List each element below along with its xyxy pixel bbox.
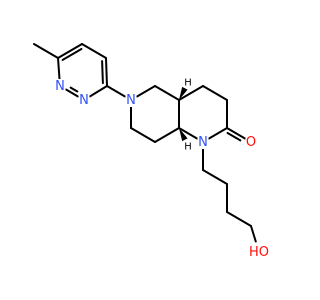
atom-label-n6: N <box>126 93 136 108</box>
bond-pn2-pn1-second <box>69 86 79 93</box>
atom-label-pn2: N <box>79 93 89 108</box>
bond-p4-n6 <box>106 85 126 98</box>
bond-p1-p2-second <box>61 47 83 61</box>
bond-ch2d-oh <box>250 225 257 243</box>
bond-p4-pn2 <box>88 85 108 98</box>
bond-c8-c7 <box>130 127 156 143</box>
atom-bg-pn2 <box>78 93 90 107</box>
bond-pn1-p1 <box>57 57 61 81</box>
bond-c4-c3 <box>202 85 228 101</box>
bond-ch3-p1 <box>33 43 59 59</box>
atom-label-h8a: H <box>184 142 192 153</box>
bond-ch2c-ch2d <box>226 211 252 227</box>
atom-bg-n6 <box>125 93 137 107</box>
atom-label-h4a: H <box>184 78 192 89</box>
bond-c2-o <box>226 127 246 140</box>
bond-c5-c4a <box>154 85 180 101</box>
atom-label-pn1: N <box>55 79 65 94</box>
bond-c4a-c4 <box>178 85 204 101</box>
stereo-wedge-c4a-h4a <box>179 86 188 100</box>
bond-layer <box>33 43 257 243</box>
stereo-wedge-c8a-h8a <box>179 128 188 142</box>
bond-p3-p4-second <box>101 60 104 85</box>
bond-c2-n1 <box>208 127 228 140</box>
atom-bg-pn1 <box>54 79 66 93</box>
atom-label-oh: HO <box>249 245 269 260</box>
bond-p1-p2 <box>57 43 83 59</box>
atom-label-o: O <box>246 135 256 150</box>
bond-pn2-pn1 <box>65 88 79 98</box>
atom-bg-oh <box>249 245 269 259</box>
bond-n1-c8a <box>178 127 198 140</box>
bond-c2-o-second <box>226 131 242 142</box>
bond-p2-p3 <box>81 43 107 59</box>
bond-p3-p4 <box>105 57 108 87</box>
atom-label-n1: N <box>198 135 208 150</box>
bond-c8a-c8 <box>154 127 180 143</box>
atom-bg-o <box>245 135 257 149</box>
atom-bg-n1 <box>197 135 209 149</box>
bond-ch2a-ch2b <box>202 169 228 185</box>
bond-n6-c5 <box>136 85 156 98</box>
